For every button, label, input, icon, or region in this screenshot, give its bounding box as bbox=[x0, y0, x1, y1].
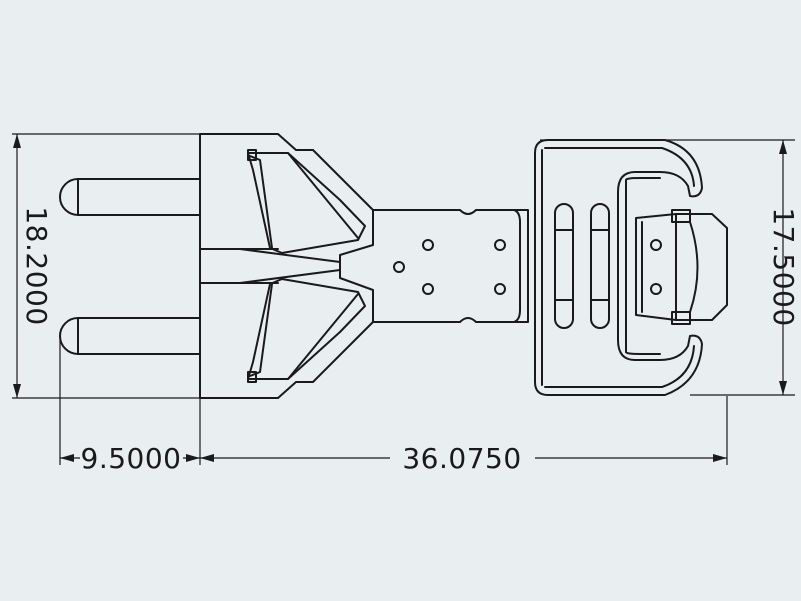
crimp-section bbox=[372, 209, 529, 323]
dimension-height-tab: 17.5000 bbox=[540, 139, 800, 396]
dim-label-height-overall: 18.2000 bbox=[20, 206, 53, 325]
lower-pin bbox=[59, 317, 201, 355]
dim-label-pin-length: 9.5000 bbox=[81, 442, 182, 475]
receptacle-tab bbox=[534, 139, 728, 396]
dim-label-height-tab: 17.5000 bbox=[767, 207, 800, 326]
dimension-overall-length: 36.0750 bbox=[200, 396, 728, 475]
dim-label-overall-length: 36.0750 bbox=[402, 442, 521, 475]
dimension-pin-length: 9.5000 bbox=[59, 335, 201, 475]
upper-pin bbox=[59, 178, 201, 216]
dimension-height-overall: 18.2000 bbox=[12, 133, 200, 399]
connector-body bbox=[199, 133, 374, 399]
